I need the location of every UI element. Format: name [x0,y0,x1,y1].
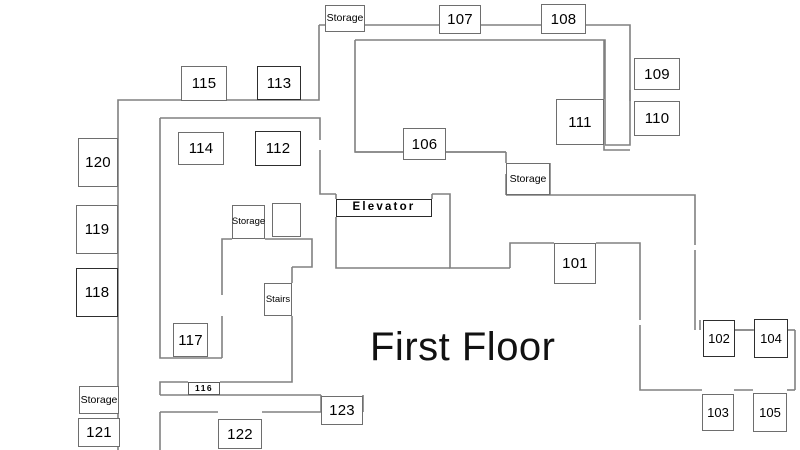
unlabeled-room-a[interactable] [272,203,301,237]
room-label-111[interactable]: 111 [556,99,604,145]
room-label-114[interactable]: 114 [178,132,224,165]
room-label-108[interactable]: 108 [541,4,586,34]
storage-label-bottom-west[interactable]: Storage [79,386,119,414]
room-label-121[interactable]: 121 [78,418,120,447]
room-label-120[interactable]: 120 [78,138,118,187]
west-wing-walls [159,117,796,450]
room-label-107[interactable]: 107 [439,5,481,34]
storage-label-top[interactable]: Storage [325,5,365,32]
page-title: First Floor [370,325,556,369]
elevator-label[interactable]: Elevator [336,199,432,217]
storage-label-center-east[interactable]: Storage [506,163,550,195]
room-label-123[interactable]: 123 [321,396,363,425]
room-label-112[interactable]: 112 [255,131,301,166]
room-label-122[interactable]: 122 [218,419,262,449]
storage-label-center-west[interactable]: Storage [232,205,265,239]
room-label-113[interactable]: 113 [257,66,301,100]
room-label-104[interactable]: 104 [754,319,788,358]
room-label-119[interactable]: 119 [76,205,118,254]
room-label-118[interactable]: 118 [76,268,118,317]
room-label-101[interactable]: 101 [554,243,596,284]
corridor-label-116[interactable]: 116 [188,382,220,395]
room-label-115[interactable]: 115 [181,66,227,101]
room-label-106[interactable]: 106 [403,128,446,160]
room-label-102[interactable]: 102 [703,320,735,357]
room-label-110[interactable]: 110 [634,101,680,136]
room-label-109[interactable]: 109 [634,58,680,90]
room-label-105[interactable]: 105 [753,393,787,432]
stairs-label[interactable]: Stairs [264,283,292,316]
room-label-117[interactable]: 117 [173,323,208,357]
room-label-103[interactable]: 103 [702,394,734,431]
north-wing-walls [355,40,631,195]
